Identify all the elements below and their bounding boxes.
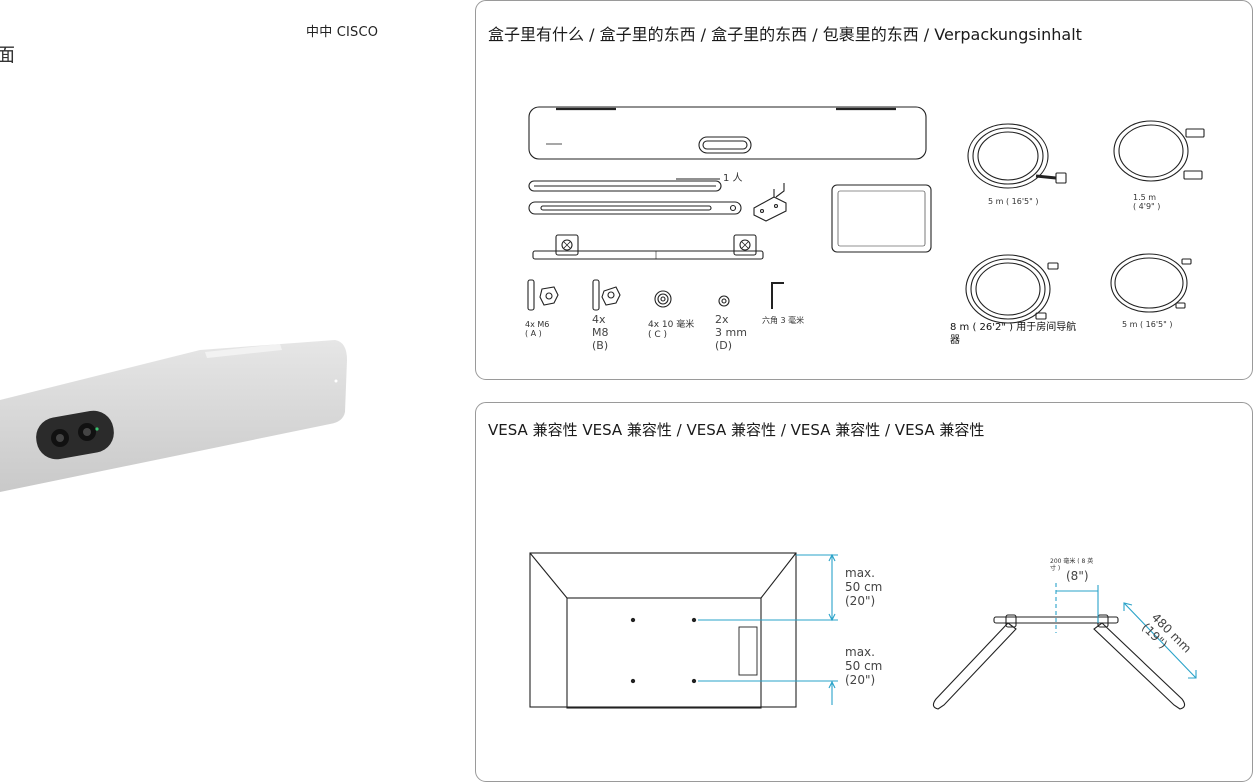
video-bar-photo bbox=[0, 340, 347, 492]
contents-title: 盒子里有什么 / 盒子里的东西 / 盒子里的东西 / 包裹里的东西 / Verp… bbox=[488, 25, 1082, 44]
usb-cable-coil bbox=[1113, 120, 1205, 182]
label-width-200: 200 毫米 ( 8 英寸 ) bbox=[1050, 558, 1094, 572]
label-hdmi-5m: 5 m ( 16'5" ) bbox=[988, 197, 1039, 206]
video-bar-drawing bbox=[528, 106, 927, 160]
cable-5m-coil bbox=[1110, 253, 1192, 313]
contents-illustration bbox=[527, 106, 1205, 324]
label-usb-1-5m: 1.5 m ( 4'9" ) bbox=[1133, 193, 1161, 211]
label-cable-5m: 5 m ( 16'5" ) bbox=[1122, 320, 1173, 329]
display-back-drawing bbox=[529, 552, 838, 709]
vesa-illustration bbox=[529, 552, 1197, 710]
page-edge-glyph: 面 bbox=[0, 44, 16, 66]
mount-strips-drawing bbox=[528, 178, 742, 215]
mount-rail-drawing bbox=[532, 234, 764, 260]
hdmi-cable-coil bbox=[967, 123, 1067, 189]
brand-logo-text: 中中 CISCO bbox=[306, 25, 379, 40]
label-width-8in: (8") bbox=[1066, 569, 1089, 583]
vesa-title: VESA 兼容性 VESA 兼容性 / VESA 兼容性 / VESA 兼容性 … bbox=[488, 421, 985, 439]
label-m8: 4x M8 (B) bbox=[592, 313, 609, 353]
l-bracket-drawing bbox=[753, 183, 787, 222]
label-max-top: max. 50 cm (20") bbox=[845, 566, 883, 608]
label-screw-10: 4x 10 毫米 ( C ) bbox=[648, 320, 695, 340]
vesa-compatibility-panel: VESA 兼容性 VESA 兼容性 / VESA 兼容性 / VESA 兼容性 … bbox=[475, 402, 1253, 782]
hardware-drawings bbox=[527, 279, 784, 311]
label-one-person: 1 人 bbox=[723, 173, 743, 184]
label-cable-8m: 8 m ( 26'2" ) 用于房间导航器 bbox=[950, 322, 1077, 346]
stand-arms-drawing bbox=[932, 583, 1197, 710]
package-contents-panel: 盒子里有什么 / 盒子里的东西 / 盒子里的东西 / 包裹里的东西 / Verp… bbox=[475, 0, 1253, 380]
label-washer: 2x 3 mm (D) bbox=[715, 313, 747, 353]
label-max-bottom: max. 50 cm (20") bbox=[845, 645, 883, 687]
room-navigator-drawing bbox=[831, 184, 932, 253]
label-m6: 4x M6 ( A ) bbox=[525, 320, 550, 338]
cable-8m-coil bbox=[965, 254, 1059, 324]
label-hex-key: 六角 3 毫米 bbox=[762, 316, 805, 325]
